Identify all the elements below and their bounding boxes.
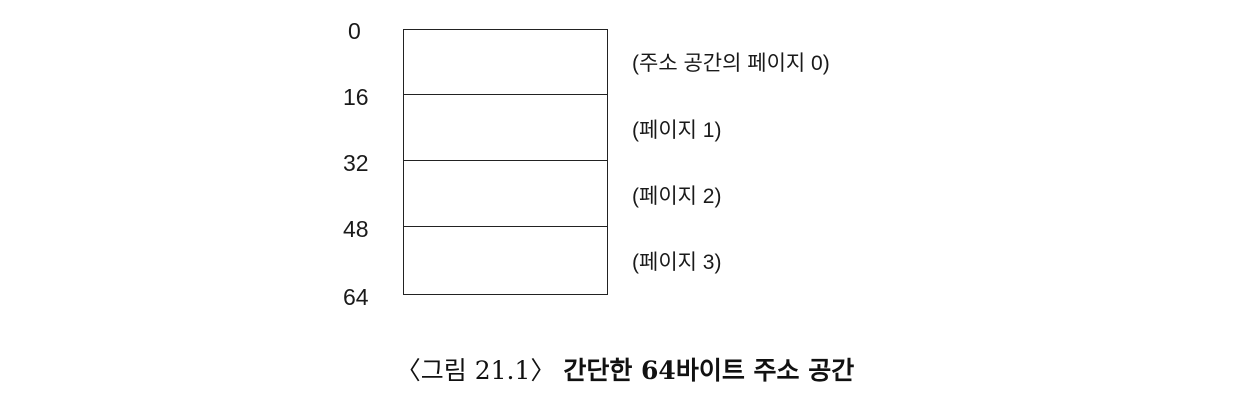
address-label-48: 48 <box>343 216 369 242</box>
figure-caption: 〈그림 21.1〉 간단한 64바이트 주소 공간 <box>0 358 1250 383</box>
figure-title: 간단한 64바이트 주소 공간 <box>563 356 855 385</box>
figure-number: 〈그림 21.1〉 <box>395 356 556 385</box>
address-label-16: 16 <box>343 84 369 110</box>
page-label-1: (페이지 1) <box>632 119 722 142</box>
page-label-2: (페이지 2) <box>632 185 722 208</box>
page-label-0: (주소 공간의 페이지 0) <box>632 52 830 75</box>
page-box-3 <box>403 226 608 295</box>
address-label-64: 64 <box>343 284 369 310</box>
page-box-1 <box>403 94 608 162</box>
page-label-3: (페이지 3) <box>632 251 722 274</box>
address-label-32: 32 <box>343 150 369 176</box>
address-label-0: 0 <box>348 18 361 44</box>
page-box-0 <box>403 29 608 96</box>
page-box-2 <box>403 160 608 228</box>
